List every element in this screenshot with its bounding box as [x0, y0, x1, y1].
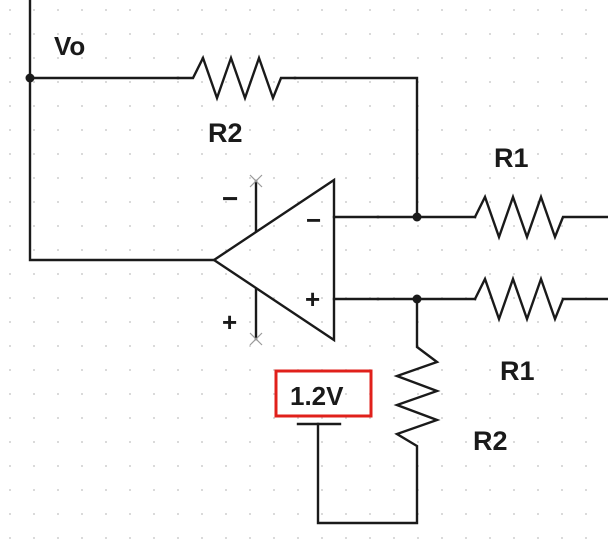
supply-pin-cross-bottom	[249, 332, 263, 346]
opamp-inverting-sign: −	[306, 205, 321, 235]
source-voltage-label: 1.2V	[290, 381, 344, 411]
opamp-noninverting-sign: +	[305, 284, 320, 314]
source-highlight-box	[274, 369, 373, 418]
r2-bottom-label: R2	[473, 426, 508, 456]
inverting-input-wiring	[376, 193, 608, 241]
r1-top-label: R1	[494, 143, 529, 173]
output-wiring	[28, 0, 216, 262]
noninverting-input-wiring	[376, 275, 608, 323]
vo-label: Vo	[54, 31, 85, 61]
inverting-node	[412, 212, 422, 222]
supply-pin-cross-top	[249, 174, 263, 188]
r2-feedback-resistor	[176, 54, 419, 219]
supply-negative-sign: −	[222, 183, 238, 214]
vo-node	[25, 73, 35, 83]
r1-bottom-label: R1	[500, 356, 535, 386]
r2-top-label: R2	[208, 118, 243, 148]
r2-ground-resistor	[316, 297, 441, 525]
op-amp	[211, 174, 380, 346]
supply-positive-sign: +	[222, 307, 237, 337]
